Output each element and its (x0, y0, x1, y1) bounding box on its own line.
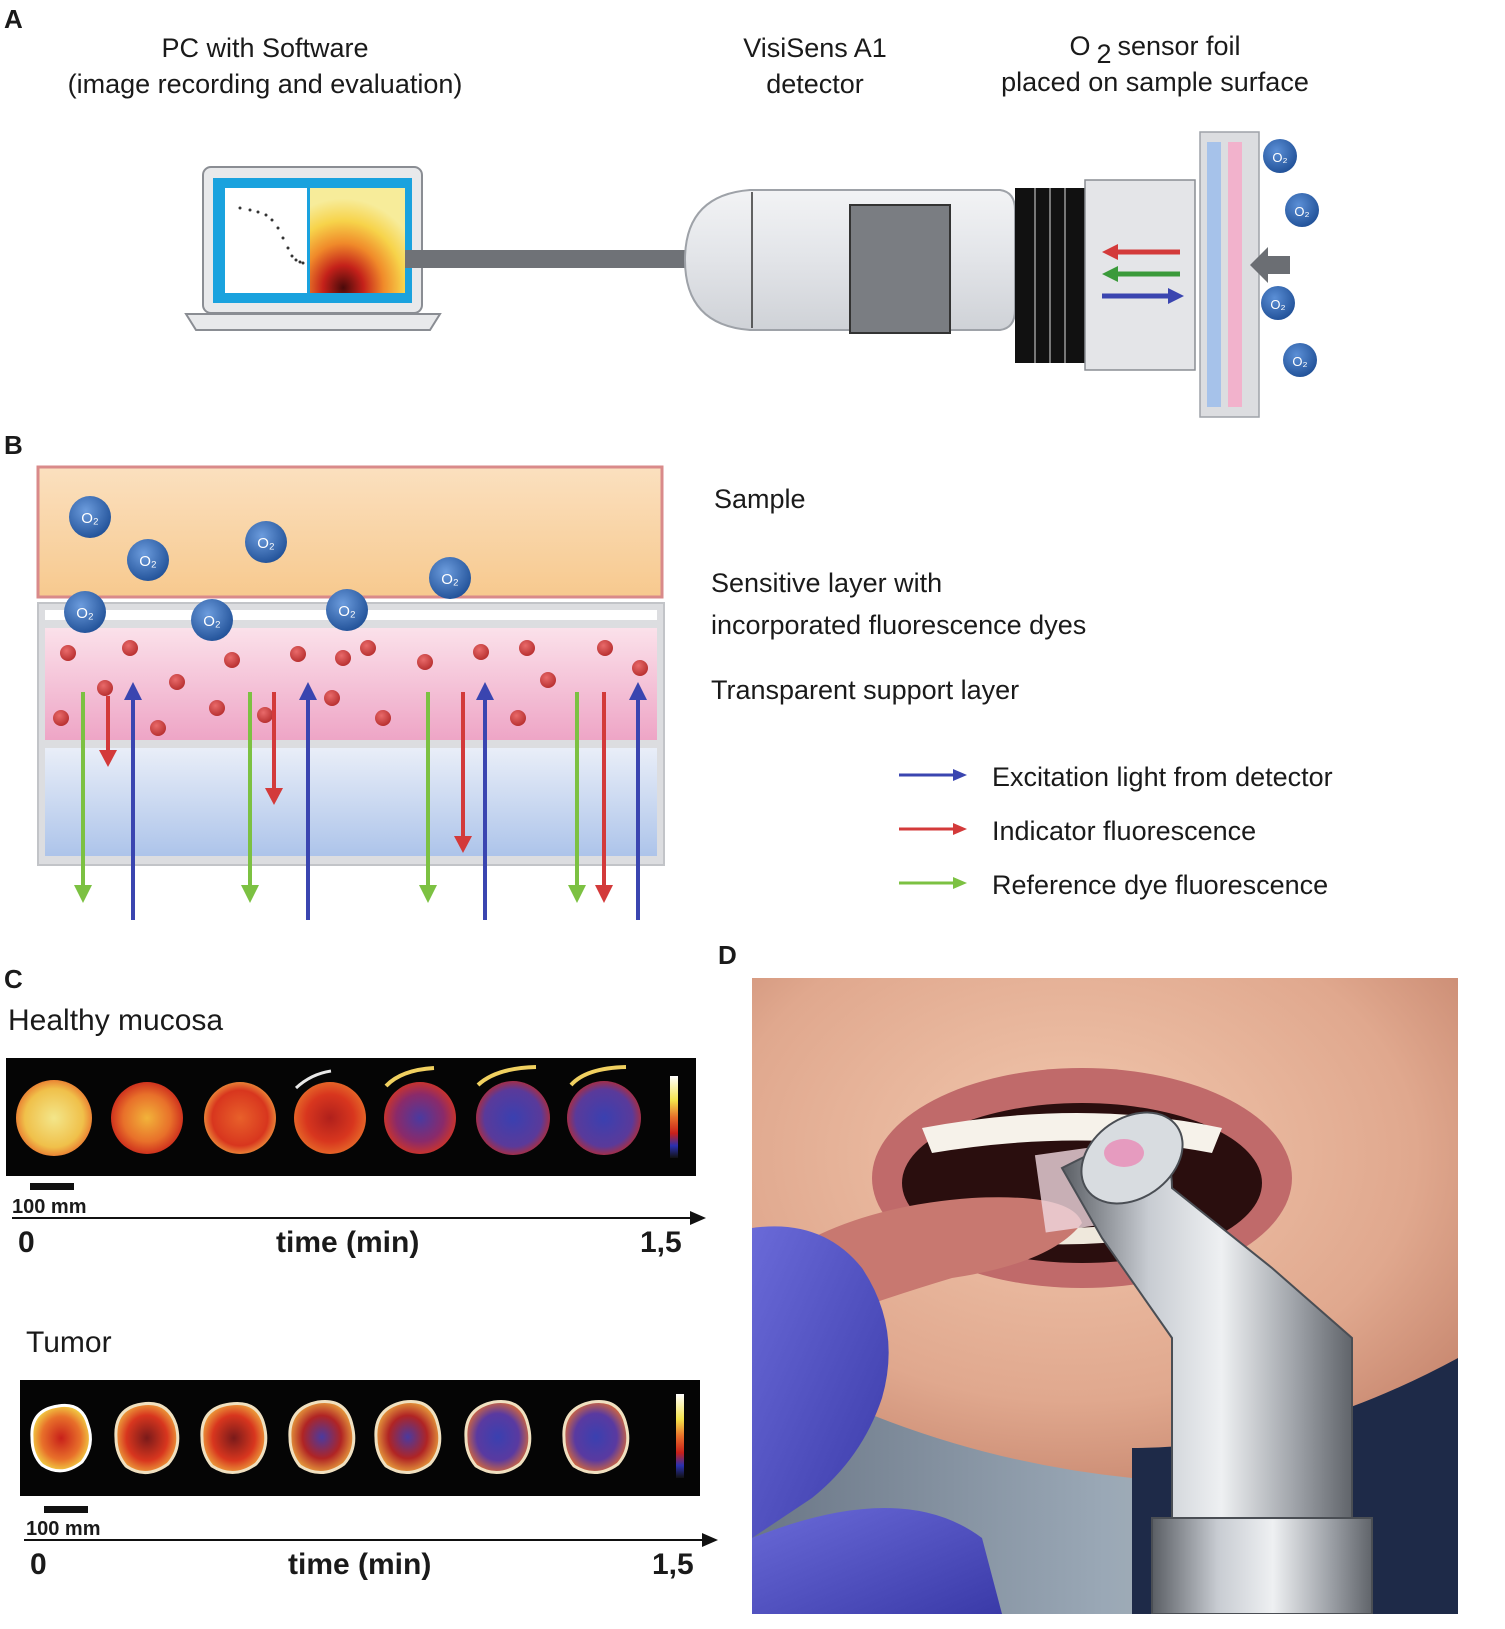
panel-d-letter: D (718, 940, 737, 970)
legend-arrow-excitation (899, 769, 967, 781)
dye-particles-icon (53, 640, 648, 736)
pc-label-line1: PC with Software (161, 33, 369, 63)
svg-text:O₂: O₂ (257, 535, 275, 552)
legend-label-excitation: Excitation light from detector (992, 762, 1333, 792)
svg-text:O₂: O₂ (139, 553, 157, 570)
healthy-scalebar (30, 1183, 74, 1190)
sensor-foil-icon (1199, 131, 1290, 418)
svg-text:O₂: O₂ (1272, 150, 1287, 165)
svg-text:O₂: O₂ (1294, 204, 1309, 219)
sensor-probe-icon (1060, 1111, 1373, 1614)
clinical-photo (752, 978, 1458, 1614)
svg-text:O₂: O₂ (441, 571, 459, 588)
svg-text:O₂: O₂ (1270, 297, 1285, 312)
legend-swatches (899, 769, 967, 889)
detector-label-line2: detector (766, 69, 864, 99)
pc-label-line2: (image recording and evaluation) (67, 69, 463, 99)
svg-text:O₂: O₂ (203, 613, 221, 630)
detector-icon (683, 179, 1196, 371)
o2-molecules-icon: O₂ O₂ O₂ O₂ (1261, 139, 1319, 377)
healthy-axis-label: time (min) (276, 1226, 420, 1259)
layer-label-sensitive-1: Sensitive layer with (711, 568, 943, 598)
tumor-scale-label: 100 mm (26, 1518, 101, 1540)
panel-a-diagram: O₂ O₂ O₂ O₂ (184, 131, 1319, 418)
panel-c-letter: C (4, 964, 23, 994)
tumor-scalebar (44, 1506, 88, 1513)
layer-label-sensitive-2: incorporated fluorescence dyes (711, 610, 1087, 640)
laptop-icon (184, 166, 442, 331)
foil-label-line2: placed on sample surface (1001, 67, 1309, 97)
healthy-axis-start: 0 (18, 1226, 35, 1259)
light-arrows-icon (74, 682, 647, 920)
support-layer (45, 748, 657, 856)
healthy-image-strip (6, 1058, 696, 1176)
tumor-axis-end: 1,5 (652, 1548, 694, 1581)
clinical-photo-illustration (752, 978, 1458, 1614)
foil-label-o: O (1069, 31, 1091, 61)
sample-layer (36, 465, 664, 599)
screen-curve-icon (238, 206, 305, 265)
panel-b-diagram: O₂ O₂ O₂ O₂ O₂ O₂ O₂ (36, 465, 665, 920)
legend-label-indicator: Indicator fluorescence (992, 816, 1257, 846)
layer-label-sample: Sample (714, 484, 806, 514)
healthy-axis-end: 1,5 (640, 1226, 682, 1259)
healthy-sequence-image (16, 1065, 678, 1158)
tumor-title: Tumor (26, 1326, 112, 1359)
detector-label: VisiSens A1 detector (700, 30, 930, 102)
svg-text:O₂: O₂ (338, 603, 356, 620)
healthy-scale-label: 100 mm (12, 1196, 87, 1218)
healthy-time-axis (12, 1211, 706, 1225)
layer-label-support: Transparent support layer (711, 675, 1020, 705)
tumor-time-axis (24, 1533, 718, 1547)
head-arrows-icon (1102, 244, 1184, 304)
svg-text:O₂: O₂ (76, 605, 94, 622)
cable-icon (405, 250, 685, 268)
foil-label-rest: sensor foil (1117, 31, 1241, 61)
legend-label-reference: Reference dye fluorescence (992, 870, 1329, 900)
tumor-sequence-image (30, 1394, 684, 1478)
legend-arrow-indicator (899, 823, 967, 835)
detector-label-line1: VisiSens A1 (743, 33, 887, 63)
panel-b-letter: B (4, 430, 23, 460)
sensitive-layer (45, 628, 657, 740)
healthy-title: Healthy mucosa (8, 1004, 224, 1037)
svg-text:O₂: O₂ (1292, 354, 1307, 369)
foil-label-sub: 2 (1096, 39, 1112, 69)
svg-text:O₂: O₂ (81, 510, 99, 527)
tumor-axis-label: time (min) (288, 1548, 432, 1581)
pc-label: PC with Software (image recording and ev… (30, 30, 500, 102)
legend-arrow-reference (899, 877, 967, 889)
panel-a-letter: A (4, 4, 23, 34)
tumor-image-strip (20, 1380, 700, 1496)
tumor-axis-start: 0 (30, 1548, 47, 1581)
o2-molecules-icon (64, 496, 471, 641)
